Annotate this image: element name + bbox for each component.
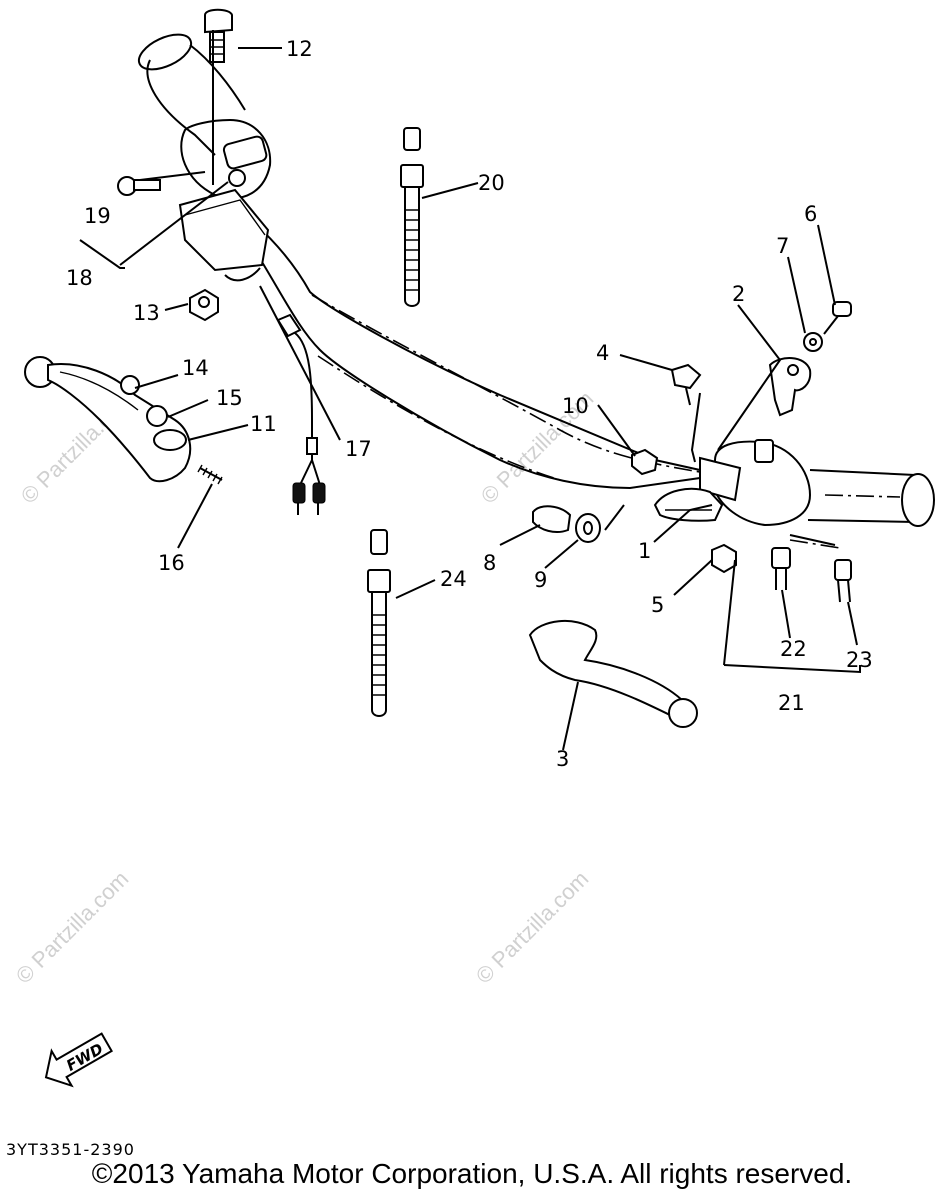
left-grip-assembly <box>137 33 272 282</box>
part-label-8: 8 <box>483 551 496 575</box>
part-labels: 12 20 19 18 13 14 15 11 17 16 6 7 2 4 10… <box>66 37 873 771</box>
part-label-23: 23 <box>846 648 873 672</box>
copyright-notice: ©2013 Yamaha Motor Corporation, U.S.A. A… <box>91 1158 853 1189</box>
part-label-10: 10 <box>562 394 589 418</box>
part-label-7: 7 <box>776 234 789 258</box>
part-label-3: 3 <box>556 747 569 771</box>
clutch-lever <box>24 356 192 483</box>
leader-lines <box>79 30 861 751</box>
part-label-17: 17 <box>345 437 372 461</box>
fwd-label: FWD <box>63 1040 106 1075</box>
part-label-5: 5 <box>651 593 664 617</box>
handlebar <box>244 214 701 490</box>
part-label-13: 13 <box>133 301 160 325</box>
part-label-24: 24 <box>440 567 467 591</box>
part-label-14: 14 <box>182 356 209 380</box>
part-label-2: 2 <box>732 282 745 306</box>
front-brake-lever <box>528 619 698 728</box>
part-label-4: 4 <box>596 341 609 365</box>
hardware <box>117 8 852 717</box>
part-label-15: 15 <box>216 386 243 410</box>
part-label-20: 20 <box>478 171 505 195</box>
part-label-6: 6 <box>804 202 817 226</box>
fwd-arrow-icon: FWD <box>44 1032 113 1088</box>
diagram-code: 3YT3351-2390 <box>6 1140 135 1159</box>
part-label-19: 19 <box>84 204 111 228</box>
part-label-9: 9 <box>534 568 547 592</box>
watermark: © Partzilla.com <box>471 866 594 989</box>
part-label-11: 11 <box>250 412 277 436</box>
part-label-21: 21 <box>778 691 805 715</box>
right-master-cylinder <box>653 439 935 527</box>
part-label-16: 16 <box>158 551 185 575</box>
part-label-1: 1 <box>638 539 651 563</box>
part-label-22: 22 <box>780 637 807 661</box>
holder-part <box>768 357 812 417</box>
part-label-12: 12 <box>286 37 313 61</box>
part-label-18: 18 <box>66 266 93 290</box>
watermark: © Partzilla.com <box>11 866 134 989</box>
